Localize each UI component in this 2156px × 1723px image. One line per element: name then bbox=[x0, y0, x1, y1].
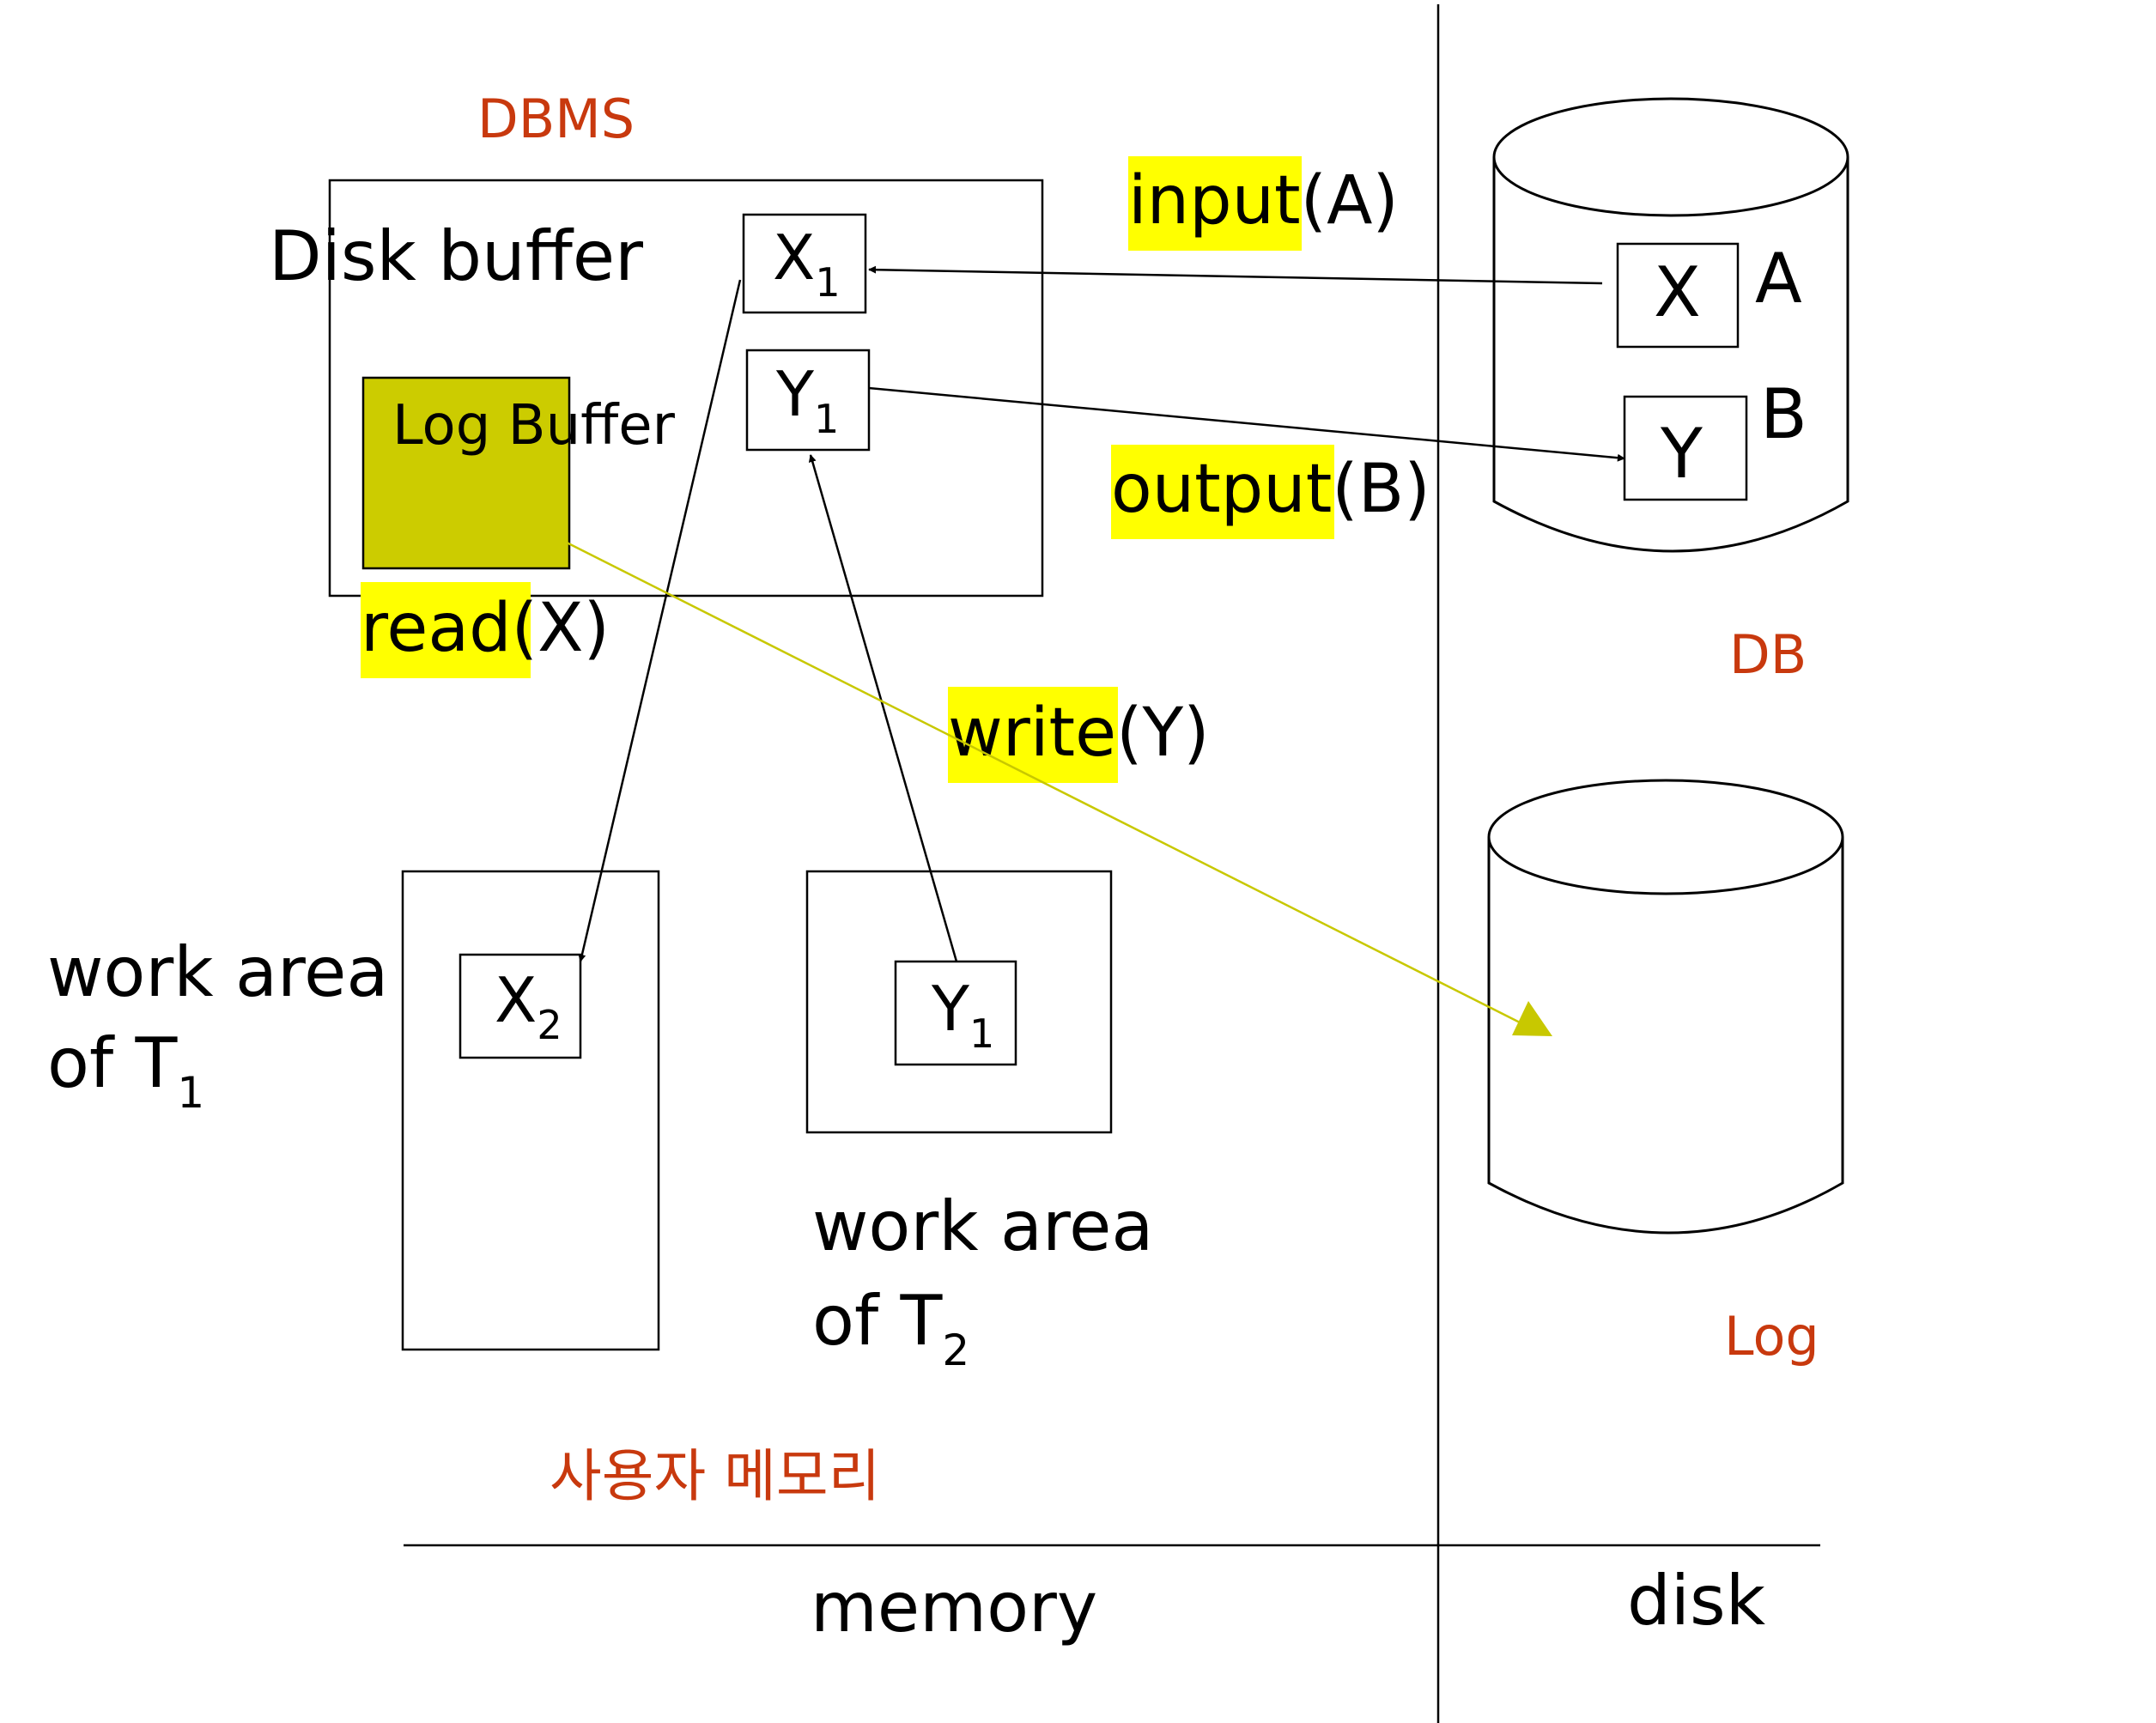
log-cylinder-top bbox=[1487, 779, 1844, 895]
output-fn: output bbox=[1111, 451, 1332, 528]
read-arg: (X) bbox=[512, 590, 610, 667]
block-a-label: A bbox=[1755, 239, 1802, 319]
work-area-t1-sub: 1 bbox=[177, 1068, 204, 1118]
write-arrow bbox=[808, 454, 958, 962]
block-b-label: B bbox=[1760, 374, 1807, 454]
y1-buffer-label: Y1 bbox=[775, 358, 839, 442]
user-memory-label: 사용자 메모리 bbox=[550, 1443, 880, 1509]
x2-label: X2 bbox=[495, 964, 562, 1048]
log-flush-arrow-head bbox=[1512, 1001, 1552, 1036]
work-area-t2-sub: 2 bbox=[942, 1326, 969, 1375]
x-disk-box bbox=[1616, 242, 1740, 349]
x2-name: X bbox=[495, 964, 537, 1036]
disk-buffer-label: Disk buffer bbox=[269, 216, 643, 296]
work-area-t1-line1: work area bbox=[47, 932, 388, 1012]
log-buffer-label: Log Buffer bbox=[392, 394, 676, 458]
db-label: DB bbox=[1729, 623, 1807, 686]
x2-sub: 2 bbox=[537, 1002, 562, 1048]
y1-buffer-name: Y bbox=[775, 358, 815, 430]
y1-buffer-sub: 1 bbox=[814, 396, 839, 442]
log-flush-arrow-line bbox=[566, 541, 1522, 1025]
x1-buffer-sub: 1 bbox=[815, 259, 840, 306]
input-highlight bbox=[1128, 156, 1302, 251]
input-arg: (A) bbox=[1301, 162, 1399, 240]
y-disk-label: Y bbox=[1660, 414, 1704, 494]
write-op: write(Y) bbox=[948, 695, 1210, 772]
output-arrow bbox=[868, 386, 1625, 462]
log-cylinder-body bbox=[1487, 837, 1844, 1235]
read-arrow bbox=[578, 279, 742, 962]
output-arg: (B) bbox=[1332, 451, 1430, 528]
x1-buffer-box bbox=[742, 213, 867, 314]
log-buffer-box bbox=[361, 376, 571, 570]
output-op: output(B) bbox=[1111, 451, 1430, 528]
work-area-t2-line1: work area bbox=[812, 1186, 1153, 1266]
y1-t2-name: Y bbox=[931, 973, 970, 1045]
work-area-t2-of: of T bbox=[812, 1281, 944, 1361]
y1-t2-sub: 1 bbox=[969, 1010, 994, 1057]
db-cylinder-top bbox=[1492, 97, 1849, 217]
input-fn: input bbox=[1128, 162, 1301, 240]
read-highlight bbox=[361, 582, 531, 678]
work-area-t1-line2: of T1 bbox=[47, 1023, 204, 1118]
write-fn: write bbox=[948, 695, 1116, 772]
input-op: input(A) bbox=[1128, 162, 1399, 240]
write-highlight bbox=[948, 687, 1118, 783]
read-fn: read bbox=[361, 590, 512, 667]
log-label: Log bbox=[1724, 1305, 1819, 1368]
db-cylinder-body bbox=[1492, 157, 1849, 553]
work-area-t1-of: of T bbox=[47, 1023, 179, 1103]
disk-label: disk bbox=[1627, 1561, 1766, 1641]
y-disk-box bbox=[1623, 395, 1748, 501]
y1-t2-label: Y1 bbox=[931, 973, 994, 1057]
output-highlight bbox=[1111, 445, 1334, 539]
x2-box bbox=[459, 953, 582, 1059]
input-arrow bbox=[868, 265, 1603, 285]
dbms-label: DBMS bbox=[477, 88, 635, 150]
read-op: read(X) bbox=[361, 590, 610, 667]
write-arg: (Y) bbox=[1116, 695, 1210, 772]
memory-label: memory bbox=[811, 1568, 1097, 1647]
x-disk-label: X bbox=[1654, 252, 1701, 332]
x1-buffer-name: X bbox=[773, 221, 815, 294]
work-area-t2-line2: of T2 bbox=[812, 1281, 969, 1375]
y1-buffer-box bbox=[745, 349, 871, 452]
y1-t2-box bbox=[894, 960, 1017, 1066]
work-area-t1-box bbox=[401, 870, 660, 1351]
x1-buffer-label: X1 bbox=[773, 221, 841, 306]
